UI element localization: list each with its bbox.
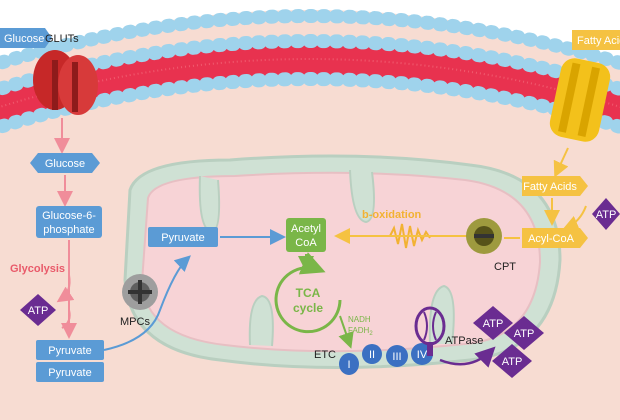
fatty-acids-label: Fatty Acids bbox=[523, 181, 577, 193]
acetyl-coa-label-line2: CoA bbox=[295, 237, 317, 249]
acetyl-coa-box: Acetyl CoA bbox=[286, 218, 326, 252]
mpcs-label: MPCs bbox=[120, 316, 150, 328]
atp-right-badge-2: ATP bbox=[504, 316, 544, 350]
glut-transporter bbox=[33, 50, 98, 115]
svg-text:ATP: ATP bbox=[502, 356, 523, 368]
atpase bbox=[414, 306, 446, 356]
pyruvate-label-2: Pyruvate bbox=[48, 367, 91, 379]
fatty-acid-transporter bbox=[549, 58, 611, 142]
acetyl-coa-label-line1: Acetyl bbox=[291, 223, 321, 235]
gluts-label: GLUTs bbox=[45, 33, 79, 45]
svg-text:I: I bbox=[347, 359, 350, 371]
etc-complex-iii: III bbox=[386, 345, 408, 367]
pyruvate-box-1: Pyruvate bbox=[36, 340, 104, 360]
etc-label: ETC bbox=[314, 349, 336, 361]
etc-complex-i: I bbox=[339, 353, 359, 375]
acyl-coa-box: Acyl-CoA bbox=[522, 228, 588, 248]
glucose-top-label: Glucose bbox=[4, 33, 44, 45]
cpt-transporter bbox=[466, 218, 502, 254]
pyruvate-box-2: Pyruvate bbox=[36, 362, 104, 382]
atpase-label: ATPase bbox=[445, 335, 483, 347]
mitochondrion bbox=[123, 154, 562, 369]
fatty-acids-top-box: Fatty Acids bbox=[572, 30, 620, 50]
atp-right-badge-1: ATP bbox=[473, 306, 513, 340]
pyruvate-label-1: Pyruvate bbox=[48, 345, 91, 357]
svg-text:III: III bbox=[392, 351, 401, 363]
fatty-acids-box: Fatty Acids bbox=[522, 176, 588, 196]
fadh-label: FADH2 bbox=[348, 326, 373, 337]
atp-fatty-badge: ATP bbox=[592, 198, 620, 230]
tca-label-line1: TCA bbox=[296, 286, 321, 300]
glucose-box: Glucose bbox=[30, 153, 100, 173]
svg-text:II: II bbox=[369, 349, 375, 361]
b-oxidation-label: b-oxidation bbox=[362, 209, 422, 221]
glucose-label: Glucose bbox=[45, 158, 85, 170]
atp-right-badge-3: ATP bbox=[492, 344, 532, 378]
glucose-top-box: Glucose bbox=[0, 28, 52, 48]
pyruvate-mito-label: Pyruvate bbox=[161, 232, 204, 244]
g6p-box: Glucose-6- phosphate bbox=[36, 206, 102, 238]
glycolysis-label: Glycolysis bbox=[10, 263, 65, 275]
nadh-label: NADH bbox=[348, 315, 371, 324]
g6p-label-line2: phosphate bbox=[43, 224, 94, 236]
g6p-label-line1: Glucose-6- bbox=[42, 210, 96, 222]
fatty-acids-top-label: Fatty Acids bbox=[577, 35, 620, 47]
svg-text:IV: IV bbox=[417, 349, 428, 361]
svg-text:ATP: ATP bbox=[483, 318, 504, 330]
cpt-label: CPT bbox=[494, 261, 516, 273]
atp-glycolysis-badge: ATP bbox=[20, 294, 56, 326]
etc-complex-ii: II bbox=[362, 344, 382, 364]
atp-fatty-label: ATP bbox=[596, 209, 617, 221]
atp-glycolysis-label: ATP bbox=[28, 305, 49, 317]
b-oxidation-squiggle bbox=[389, 223, 431, 249]
tca-label-line2: cycle bbox=[293, 301, 323, 315]
mpc-transporter bbox=[122, 274, 158, 310]
tca-cycle: TCA cycle bbox=[274, 252, 342, 334]
svg-text:ATP: ATP bbox=[514, 328, 535, 340]
acyl-coa-label: Acyl-CoA bbox=[528, 233, 575, 245]
pyruvate-mito-box: Pyruvate bbox=[148, 227, 218, 247]
